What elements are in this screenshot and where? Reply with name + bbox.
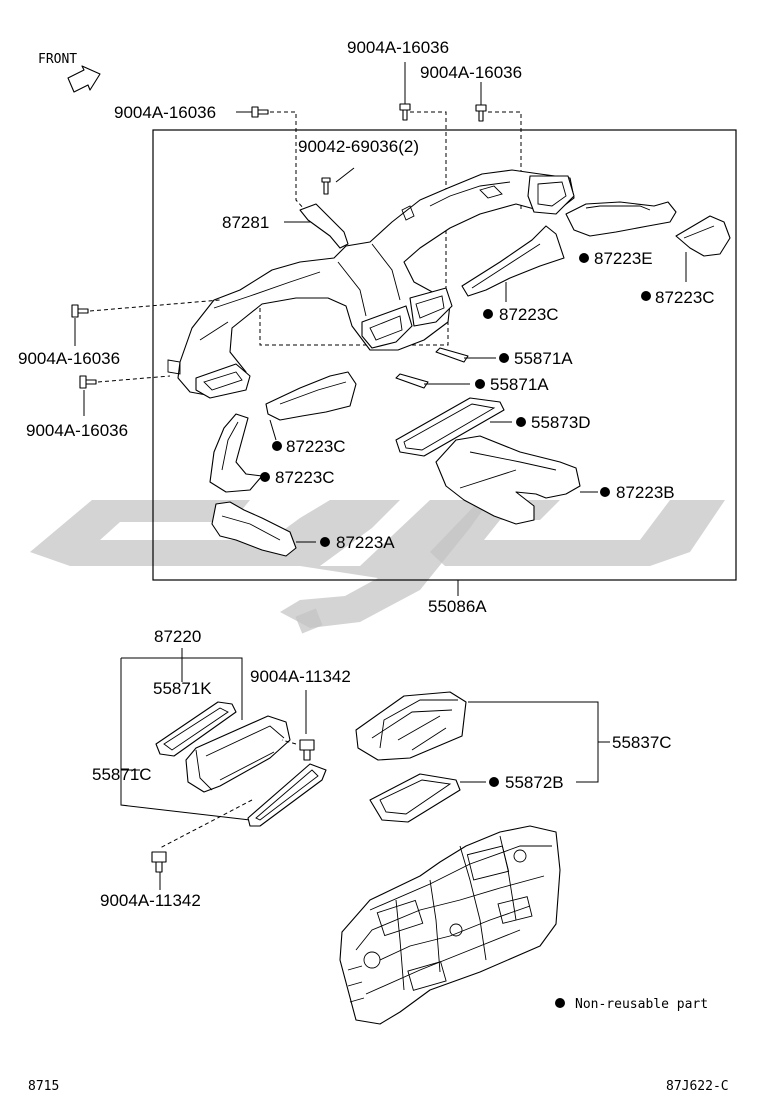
seal-55873D: 55873D bbox=[395, 397, 591, 457]
part-label: 9004A-11342 bbox=[100, 891, 201, 910]
part-label: 9004A-16036 bbox=[420, 63, 522, 82]
duct-87223C-left-upper: 87223C bbox=[265, 371, 357, 456]
clip: 90042-69036(2) bbox=[298, 137, 419, 195]
part-label: 87223C bbox=[655, 288, 715, 307]
part-label: 9004A-16036 bbox=[347, 38, 449, 57]
front-label: FRONT bbox=[38, 52, 77, 67]
part-label: 90042-69036(2) bbox=[298, 137, 419, 156]
duct-87223C-mid: 87223C bbox=[461, 225, 565, 324]
part-label: 55871C bbox=[92, 765, 152, 784]
seal-55872B: 55872B bbox=[369, 773, 564, 823]
part-label: 55872B bbox=[505, 773, 564, 792]
part-label: 87223C bbox=[286, 437, 346, 456]
left-bolt-a: 9004A-16036 bbox=[18, 299, 221, 368]
front-indicator: FRONT bbox=[38, 52, 101, 93]
hvac-unit bbox=[339, 825, 561, 1025]
part-label: 87223C bbox=[275, 468, 335, 487]
top-left-bolt: 9004A-16036 bbox=[114, 103, 269, 122]
part-label: 55837C bbox=[612, 733, 672, 752]
main-duct bbox=[167, 169, 575, 399]
legend: Non-reusable part bbox=[555, 997, 708, 1012]
duct-87223C-left-lower: 87223C bbox=[209, 413, 335, 493]
part-label: 87220 bbox=[154, 627, 201, 646]
part-label: 9004A-16036 bbox=[114, 103, 216, 122]
part-label: 87223E bbox=[594, 249, 653, 268]
part-label: 87223C bbox=[499, 305, 559, 324]
assembly-label: 55086A bbox=[428, 580, 487, 616]
part-label: 55871K bbox=[153, 679, 212, 698]
part-label: 9004A-16036 bbox=[18, 349, 120, 368]
duct-box: 55837C bbox=[355, 691, 672, 783]
filter-assembly: 87220 55871K 55871C 9004A-11342 9004A-11… bbox=[92, 627, 351, 910]
part-label: 55873D bbox=[531, 413, 591, 432]
part-label: 87281 bbox=[222, 213, 269, 232]
part-label: 9004A-11342 bbox=[250, 667, 351, 686]
duct-87223C-right: 87223C bbox=[641, 215, 731, 307]
footer-left-code: 8715 bbox=[28, 1079, 59, 1094]
top-bolt-b: 9004A-16036 bbox=[420, 63, 522, 122]
duct-87223E: 87223E bbox=[565, 201, 677, 268]
duct-assembly-frame bbox=[152, 129, 737, 581]
left-bolt-b: 9004A-16036 bbox=[26, 375, 171, 440]
watermark-logo bbox=[30, 500, 725, 634]
top-bolt-a: 9004A-16036 bbox=[347, 38, 449, 121]
part-label: 55871A bbox=[514, 349, 573, 368]
part-label: 9004A-16036 bbox=[26, 421, 128, 440]
footer-right-code: 87J622-C bbox=[666, 1079, 729, 1094]
part-label: 87223A bbox=[336, 533, 395, 552]
duct-87223A: 87223A bbox=[211, 501, 395, 557]
part-label: 55086A bbox=[428, 597, 487, 616]
front-arrow-icon bbox=[67, 65, 101, 93]
non-reusable-dot-icon bbox=[555, 998, 565, 1008]
part-label: 55871A bbox=[490, 375, 549, 394]
part-label: 87223B bbox=[616, 483, 675, 502]
duct-87223B: 87223B bbox=[435, 435, 675, 525]
seal-55871A-lower: 55871A bbox=[395, 373, 549, 394]
seal-55871A-upper: 55871A bbox=[435, 347, 573, 368]
legend-text: Non-reusable part bbox=[575, 997, 708, 1012]
bracket: 87281 bbox=[222, 203, 349, 249]
